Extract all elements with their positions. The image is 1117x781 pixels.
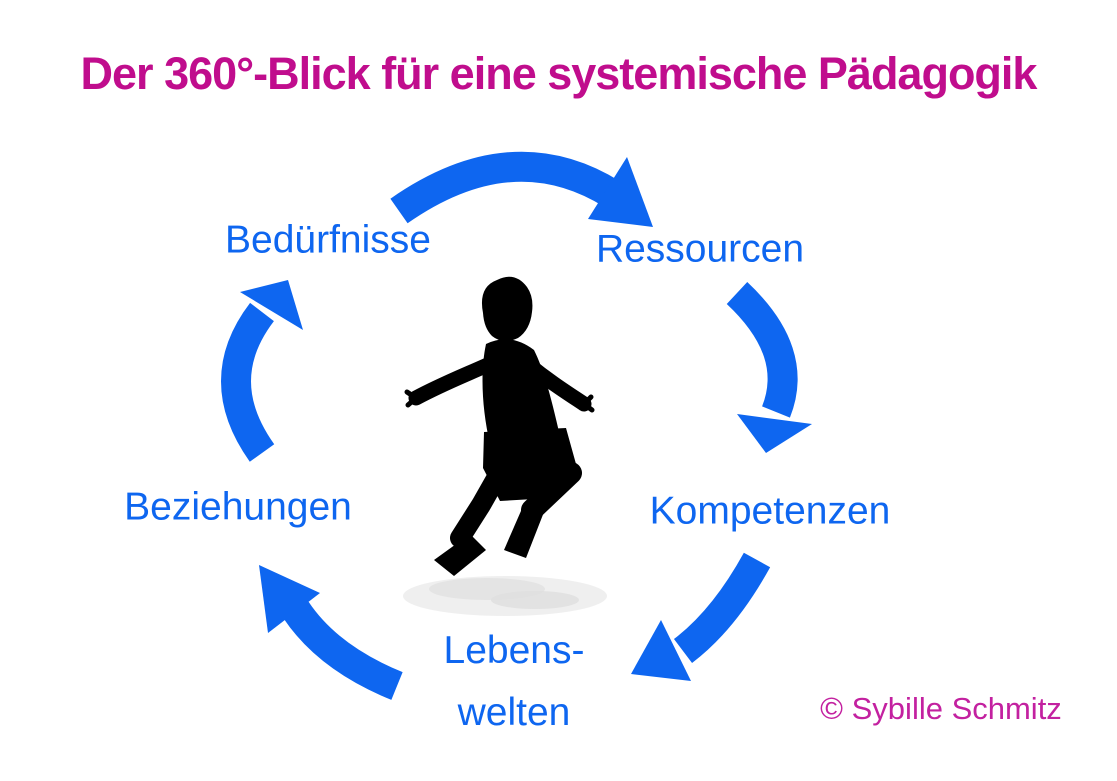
cycle-label-lebenswelten: Lebens- welten <box>444 620 585 744</box>
child-shadow <box>403 576 607 616</box>
cycle-label-lebenswelten-line2: welten <box>457 691 571 734</box>
running-child-silhouette-icon <box>404 276 595 576</box>
copyright-notice: © Sybille Schmitz <box>820 691 1062 726</box>
cycle-label-beziehungen: Beziehungen <box>124 485 352 529</box>
cycle-label-kompetenzen: Kompetenzen <box>649 489 891 533</box>
arrow-beduerfnisse-to-ressourcen-icon <box>390 151 653 227</box>
arrow-ressourcen-to-kompetenzen-icon <box>726 282 812 453</box>
arrow-kompetenzen-to-lebenswelten-icon <box>631 552 771 681</box>
cycle-label-beduerfnisse: Bedürfnisse <box>225 218 431 262</box>
page-title: Der 360°-Blick für eine systemische Päda… <box>80 48 1038 99</box>
cycle-label-lebenswelten-line1: Lebens- <box>443 629 585 672</box>
arrow-lebenswelten-to-beziehungen-icon <box>259 565 403 700</box>
arrow-beziehungen-to-beduerfnisse-icon <box>221 280 303 462</box>
cycle-label-ressourcen: Ressourcen <box>595 227 805 271</box>
